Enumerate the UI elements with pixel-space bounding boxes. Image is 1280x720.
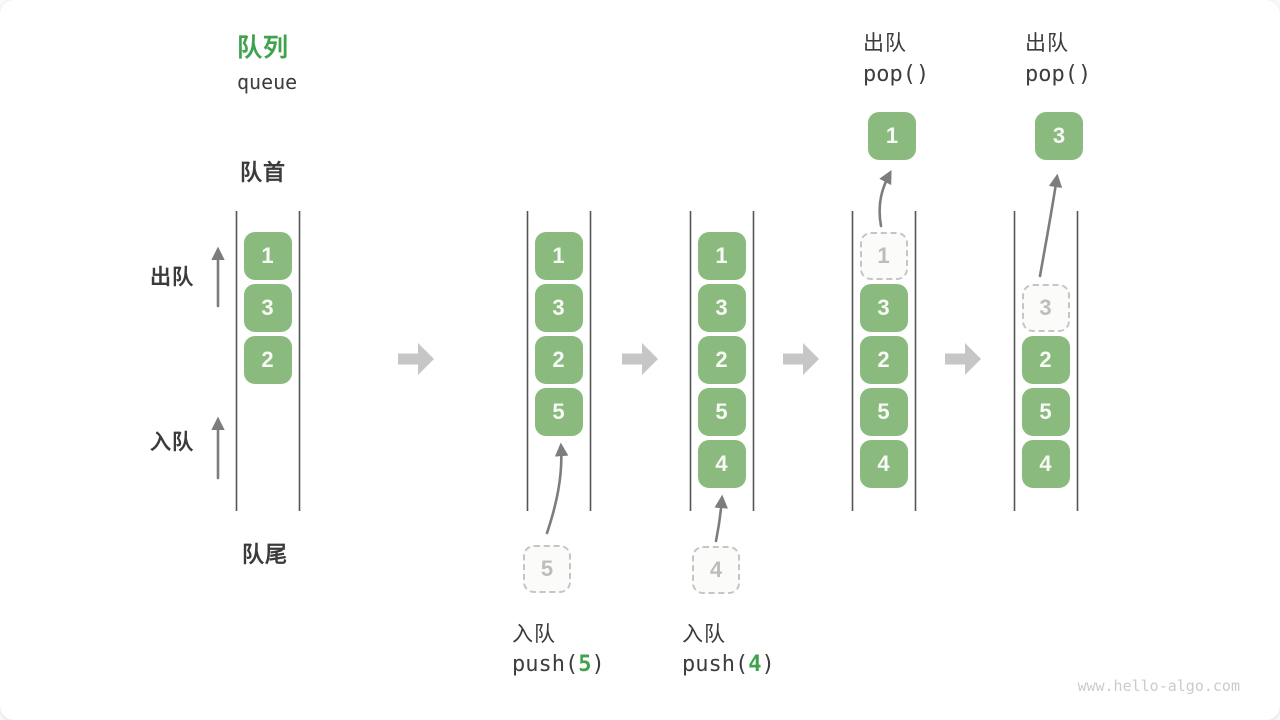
state-2-op-code-part: push( [512, 652, 579, 677]
state-5-popped-box: 3 [1035, 112, 1083, 160]
state-4-slot-1-box: 1 [859, 232, 908, 280]
enqueue-direction-label: 入队 [150, 431, 194, 454]
state-transition-arrow-1 [398, 343, 434, 375]
state-2-slot-2-box: 3 [534, 284, 583, 332]
state-3-op-code: push(4) [682, 652, 775, 677]
push-arrow-after-push-4 [714, 494, 728, 543]
state-2-op-code-part: ) [591, 652, 605, 677]
state-5-slot-5-box: 4 [1021, 440, 1070, 488]
queue-front-label: 队首 [240, 160, 287, 185]
state-3-slot-3-box: 2 [697, 336, 746, 384]
state-3-op-code-part: 4 [748, 652, 762, 677]
state-5-op-code-part: pop() [1025, 62, 1092, 87]
state-4-popped-box: 1 [868, 112, 916, 160]
state-4-slot-2-box: 3 [859, 284, 908, 332]
watermark: www.hello-algo.com [1077, 677, 1240, 695]
state-4-slot-4-box: 5 [859, 388, 908, 436]
state-5-slot-2-box: 3 [1021, 284, 1070, 332]
state-2-op-label: 入队 [512, 623, 556, 646]
state-2-op-code: push(5) [512, 652, 605, 677]
state-4-op-code: pop() [863, 62, 929, 87]
state-4-op-code-part: pop() [863, 62, 930, 87]
state-4-slot-3-box: 2 [859, 336, 908, 384]
state-1-slot-1-box: 1 [243, 232, 292, 280]
state-transition-arrow-2 [622, 343, 658, 375]
state-2-slot-4-box: 5 [534, 388, 583, 436]
queue-rear-label: 队尾 [242, 542, 289, 567]
push-arrow-after-push-5 [545, 442, 569, 535]
diagram-title-zh: 队列 [237, 34, 290, 62]
state-5-op-code: pop() [1025, 62, 1091, 87]
state-2-slot-1-box: 1 [534, 232, 583, 280]
dequeue-direction-label: 出队 [150, 266, 194, 289]
pop-arrow-after-pop-3 [1038, 173, 1063, 278]
diagram-title-en: queue [237, 70, 298, 94]
state-1-slot-3-box: 2 [243, 336, 292, 384]
state-1-slot-2-box: 3 [243, 284, 292, 332]
state-3-slot-5-box: 4 [697, 440, 746, 488]
state-2-slot-3-box: 2 [534, 336, 583, 384]
state-5-slot-3-box: 2 [1021, 336, 1070, 384]
state-3-op-code-part: ) [761, 652, 775, 677]
state-2-staging-box: 5 [523, 545, 571, 593]
state-transition-arrow-4 [945, 343, 981, 375]
state-4-slot-5-box: 4 [859, 440, 908, 488]
pop-arrow-after-pop-1 [878, 170, 892, 228]
state-2-op-code-part: 5 [578, 652, 592, 677]
state-5-op-label: 出队 [1025, 32, 1069, 55]
state-3-staging-box: 4 [692, 546, 740, 594]
state-3-slot-4-box: 5 [697, 388, 746, 436]
state-3-op-code-part: push( [682, 652, 749, 677]
state-4-op-label: 出队 [863, 32, 907, 55]
state-3-slot-2-box: 3 [697, 284, 746, 332]
state-5-slot-4-box: 5 [1021, 388, 1070, 436]
state-3-slot-1-box: 1 [697, 232, 746, 280]
state-transition-arrow-3 [783, 343, 819, 375]
state-3-op-label: 入队 [682, 623, 726, 646]
